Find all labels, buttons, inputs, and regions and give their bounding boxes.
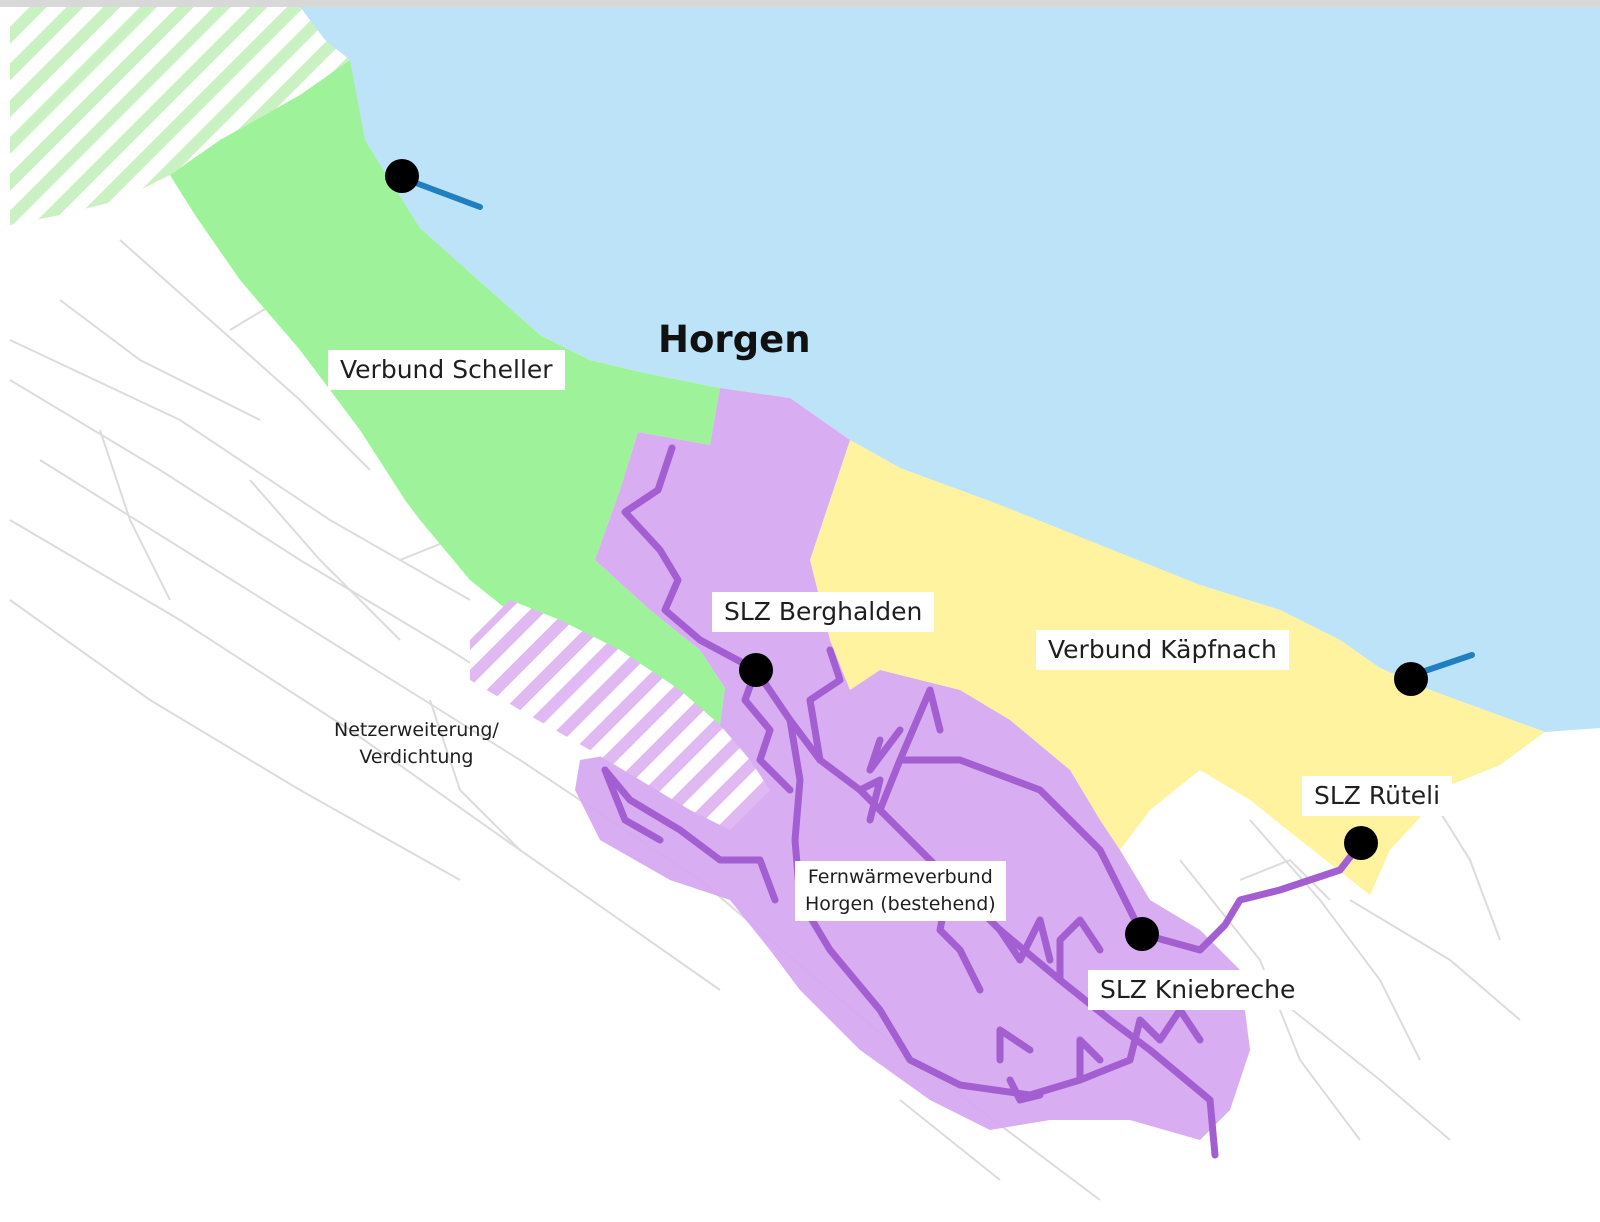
network-pipe bbox=[786, 716, 1134, 1099]
station-berghalden-dot[interactable] bbox=[739, 653, 773, 687]
label-fernwaerme-line2: Horgen (bestehend) bbox=[805, 893, 996, 915]
network-pipe bbox=[601, 766, 779, 904]
network-pipe bbox=[996, 916, 1054, 964]
street-line bbox=[899, 1099, 1001, 1181]
station-kniebreche-dot[interactable] bbox=[1125, 917, 1159, 951]
station-kaepfnach-dot[interactable] bbox=[1394, 662, 1428, 696]
label-slz-berghalden: SLZ Berghalden bbox=[712, 592, 935, 632]
network-pipe bbox=[866, 726, 904, 774]
street-line bbox=[1249, 819, 1421, 1061]
network-pipe bbox=[741, 666, 794, 794]
label-verbund-scheller: Verbund Scheller bbox=[328, 350, 565, 390]
street-line bbox=[119, 239, 371, 471]
hatched-zone-north bbox=[10, 7, 350, 225]
street-line bbox=[9, 599, 461, 881]
station-scheller-dot[interactable] bbox=[385, 159, 419, 193]
label-netzerweiterung: Netzerweiterung/ Verdichtung bbox=[324, 714, 509, 774]
label-netzerweiterung-line1: Netzerweiterung/ bbox=[334, 719, 499, 741]
hatched-zone-netzerweiterung bbox=[470, 600, 770, 830]
street-line bbox=[429, 699, 521, 851]
label-fernwaerme-line1: Fernwärmeverbund bbox=[807, 866, 993, 888]
street-line bbox=[1179, 859, 1361, 1141]
street-line bbox=[9, 519, 721, 991]
label-fernwaermeverbund: Fernwärmeverbund Horgen (bestehend) bbox=[795, 861, 1006, 921]
district-heating-network[interactable] bbox=[601, 444, 1365, 1159]
town-title: Horgen bbox=[658, 318, 811, 361]
street-line bbox=[99, 429, 171, 601]
network-pipe bbox=[856, 776, 884, 824]
network-pipe bbox=[996, 1026, 1034, 1064]
street-line bbox=[1349, 899, 1521, 1021]
lake-zurich bbox=[300, 7, 1600, 732]
zone-verbund-scheller[interactable] bbox=[170, 60, 725, 725]
zone-fernwaermeverbund-horgen[interactable] bbox=[575, 388, 1250, 1140]
street-line bbox=[249, 479, 401, 641]
label-netzerweiterung-line2: Verdichtung bbox=[359, 746, 474, 768]
network-pipe bbox=[601, 766, 664, 844]
street-line bbox=[59, 299, 261, 421]
street-network bbox=[9, 239, 1521, 1201]
network-pipe bbox=[1126, 1006, 1204, 1064]
label-verbund-kaepfnach: Verbund Käpfnach bbox=[1036, 630, 1289, 670]
top-frame bbox=[0, 0, 1600, 7]
network-pipe bbox=[806, 646, 844, 764]
label-slz-kniebreche: SLZ Kniebreche bbox=[1088, 970, 1308, 1010]
network-pipe bbox=[1056, 916, 1104, 984]
network-pipe bbox=[1006, 1076, 1044, 1104]
network-pipe bbox=[896, 686, 944, 764]
street-line bbox=[1279, 999, 1451, 1141]
station-rueteli-dot[interactable] bbox=[1344, 826, 1378, 860]
label-slz-rueteli: SLZ Rüteli bbox=[1302, 776, 1453, 816]
network-pipe bbox=[1076, 1036, 1104, 1084]
street-line bbox=[1239, 858, 1331, 901]
